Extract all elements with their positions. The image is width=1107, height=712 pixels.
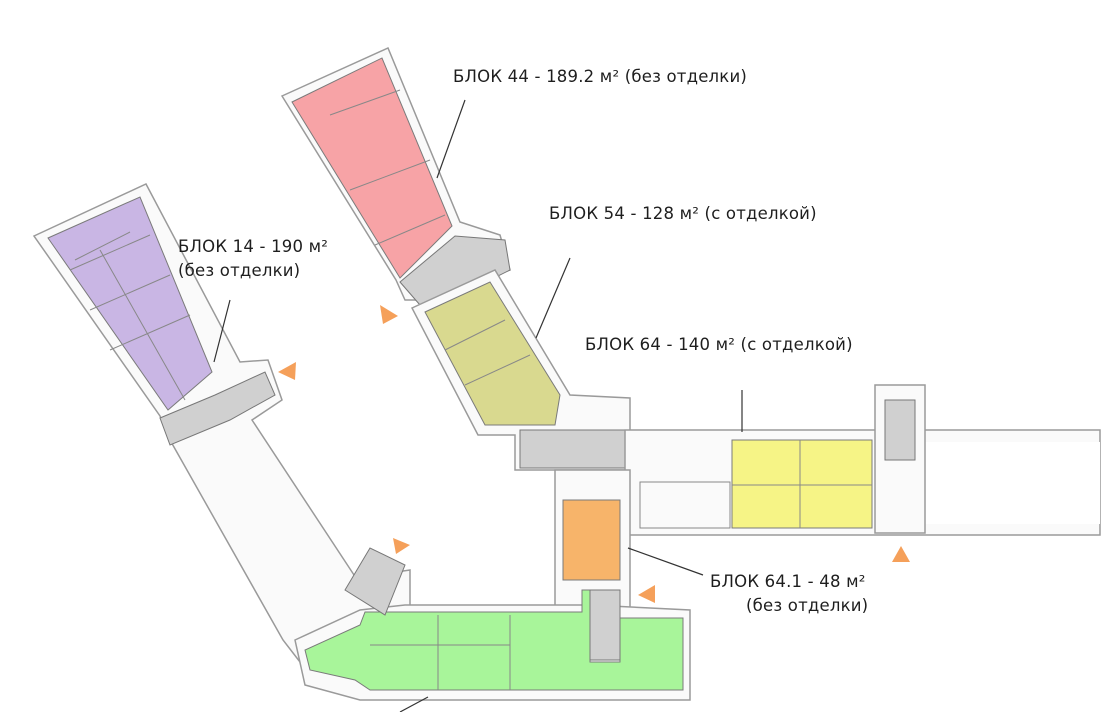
green-area <box>304 589 684 691</box>
entrance-arrow-icon <box>393 538 410 554</box>
entrance-arrow-icon <box>278 362 296 380</box>
block-54-area <box>424 281 561 426</box>
partition <box>89 274 171 311</box>
partition <box>349 159 431 191</box>
leader-green <box>399 696 429 712</box>
label-block-44: БЛОК 44 - 189.2 м² (без отделки) <box>453 67 748 86</box>
partition <box>374 214 446 246</box>
block-64-area <box>731 439 873 529</box>
leader-block-14 <box>213 299 231 363</box>
stair-west <box>159 371 276 446</box>
leader-block-44 <box>436 99 466 179</box>
label-block-64-1-line1: БЛОК 64.1 - 48 м² <box>710 572 866 591</box>
entrance-arrow-icon <box>638 585 655 603</box>
stair-east <box>884 399 916 461</box>
leader-block-64-1 <box>627 547 704 576</box>
leader-block-54 <box>535 257 571 339</box>
partition <box>74 231 131 261</box>
label-block-14-line2: (без отделки) <box>178 261 301 280</box>
stair-center <box>519 429 626 469</box>
partition <box>329 89 401 116</box>
partition <box>444 319 506 351</box>
stair-south <box>589 589 621 661</box>
partition <box>464 354 531 386</box>
label-block-54: БЛОК 54 - 128 м² (с отделкой) <box>549 204 817 223</box>
block-64-1-area <box>562 499 621 581</box>
label-block-64: БЛОК 64 - 140 м² (с отделкой) <box>585 335 853 354</box>
partition <box>109 314 191 351</box>
stair-southwest <box>344 547 406 616</box>
label-block-64-1-line2: (без отделки) <box>746 596 869 615</box>
label-block-14-line1: БЛОК 14 - 190 м² <box>178 237 329 256</box>
courtyard <box>925 442 1100 524</box>
entrance-arrow-icon <box>892 546 910 562</box>
entrance-arrow-icon <box>380 305 398 324</box>
block-44-area <box>291 57 453 279</box>
room-outline <box>639 481 731 529</box>
partition <box>69 234 151 271</box>
partition <box>99 249 186 401</box>
